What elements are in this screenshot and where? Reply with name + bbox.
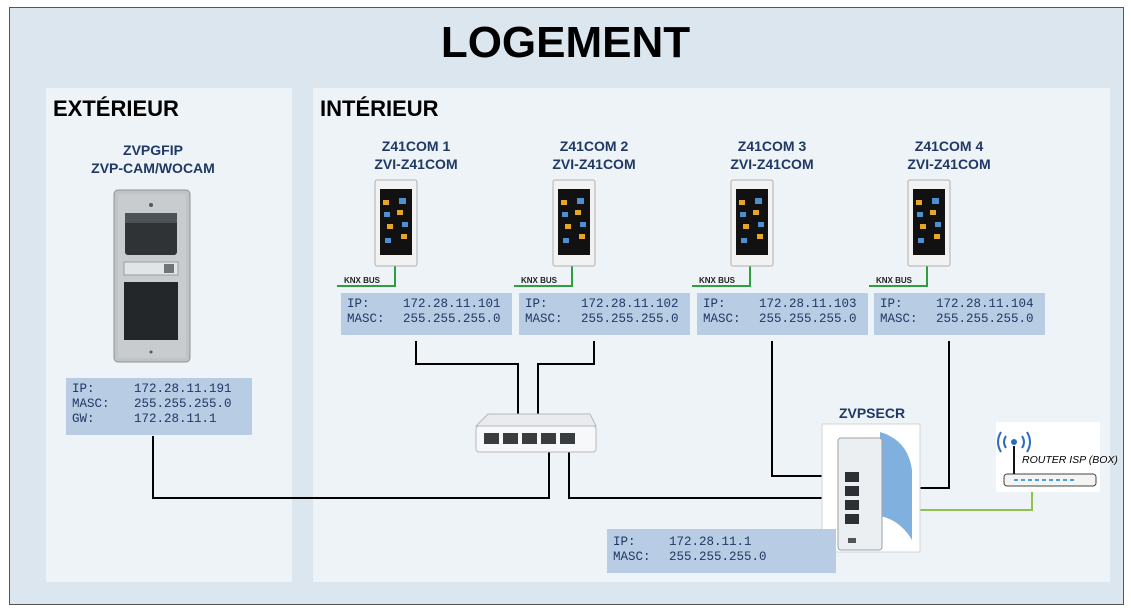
panel-3-ref: ZVI-Z41COM bbox=[730, 156, 814, 172]
mask-key: MASC: bbox=[613, 550, 651, 564]
panel-2-label: Z41COM 2 ZVI-Z41COM bbox=[514, 137, 674, 173]
panel-1-ref: ZVI-Z41COM bbox=[374, 156, 458, 172]
cable-panel4-poe bbox=[918, 341, 950, 489]
ip-key: IP: bbox=[525, 297, 548, 311]
panel-4-name: Z41COM 4 bbox=[914, 138, 984, 154]
gw-key: GW: bbox=[72, 412, 95, 426]
network-cables bbox=[152, 341, 950, 499]
cable-doorphone-switch bbox=[152, 436, 550, 499]
cable-panel2-switch bbox=[537, 341, 595, 415]
poe-switch-label: ZVPSECR bbox=[838, 405, 906, 421]
panel-2-network-box: IP: 172.28.11.102 MASC: 255.255.255.0 bbox=[519, 293, 690, 335]
mask-value: 255.255.255.0 bbox=[759, 312, 857, 326]
ip-value: 172.28.11.102 bbox=[581, 297, 679, 311]
isp-router-label: ROUTER ISP (BOX) bbox=[1022, 454, 1118, 466]
poe-switch-device bbox=[821, 423, 921, 553]
wall-panel-1 bbox=[374, 179, 418, 267]
cable-panel1-switch bbox=[415, 341, 519, 415]
ip-value: 172.28.11.1 bbox=[669, 535, 752, 549]
gw-value: 172.28.11.1 bbox=[134, 412, 217, 426]
cable-panel3-poe bbox=[771, 341, 840, 477]
wall-panel-3 bbox=[730, 179, 774, 267]
interior-title: INTÉRIEUR bbox=[320, 96, 439, 121]
ip-value: 172.28.11.103 bbox=[759, 297, 857, 311]
ip-value: 172.28.11.191 bbox=[134, 382, 232, 396]
mask-value: 255.255.255.0 bbox=[403, 312, 501, 326]
door-station-ref: ZVP-CAM/WOCAM bbox=[91, 160, 215, 176]
mask-key: MASC: bbox=[72, 397, 110, 411]
mask-value: 255.255.255.0 bbox=[581, 312, 679, 326]
page-title: LOGEMENT bbox=[440, 18, 691, 67]
mask-value: 255.255.255.0 bbox=[669, 550, 767, 564]
mask-value: 255.255.255.0 bbox=[936, 312, 1034, 326]
knx-bus-label-4: KNX BUS bbox=[876, 276, 913, 285]
ethernet-switch-device bbox=[474, 413, 597, 453]
poe-switch-network-box: IP: 172.28.11.1 MASC: 255.255.255.0 bbox=[607, 529, 836, 573]
knx-bus-label-2: KNX BUS bbox=[521, 276, 558, 285]
mask-key: MASC: bbox=[880, 312, 918, 326]
panel-2-name: Z41COM 2 bbox=[559, 138, 629, 154]
panel-3-label: Z41COM 3 ZVI-Z41COM bbox=[692, 137, 852, 173]
mask-key: MASC: bbox=[703, 312, 741, 326]
exterior-title: EXTÉRIEUR bbox=[53, 96, 179, 121]
panel-1-label: Z41COM 1 ZVI-Z41COM bbox=[336, 137, 496, 173]
knx-bus-label-3: KNX BUS bbox=[699, 276, 736, 285]
panel-2-ref: ZVI-Z41COM bbox=[552, 156, 636, 172]
ip-key: IP: bbox=[703, 297, 726, 311]
knx-bus-label-1: KNX BUS bbox=[344, 276, 381, 285]
panel-1-network-box: IP: 172.28.11.101 MASC: 255.255.255.0 bbox=[341, 293, 512, 335]
wall-panel-4 bbox=[907, 179, 951, 267]
panel-3-network-box: IP: 172.28.11.103 MASC: 255.255.255.0 bbox=[697, 293, 868, 335]
panel-4-network-box: IP: 172.28.11.104 MASC: 255.255.255.0 bbox=[874, 293, 1045, 335]
door-station-model: ZVPGFIP bbox=[123, 142, 183, 158]
wall-panel-2 bbox=[552, 179, 596, 267]
mask-value: 255.255.255.0 bbox=[134, 397, 232, 411]
panel-4-ref: ZVI-Z41COM bbox=[907, 156, 991, 172]
mask-key: MASC: bbox=[525, 312, 563, 326]
ip-value: 172.28.11.104 bbox=[936, 297, 1034, 311]
ip-value: 172.28.11.101 bbox=[403, 297, 501, 311]
cable-switch-poe bbox=[568, 450, 840, 499]
interior-zone bbox=[313, 88, 1110, 582]
isp-router-device bbox=[996, 422, 1100, 492]
mask-key: MASC: bbox=[347, 312, 385, 326]
knx-bus-lines bbox=[337, 265, 928, 287]
door-station-device bbox=[113, 189, 191, 363]
ip-key: IP: bbox=[880, 297, 903, 311]
door-station-label: ZVPGFIP ZVP-CAM/WOCAM bbox=[78, 141, 228, 177]
panel-1-name: Z41COM 1 bbox=[381, 138, 451, 154]
ip-key: IP: bbox=[72, 382, 95, 396]
ip-key: IP: bbox=[347, 297, 370, 311]
panel-3-name: Z41COM 3 bbox=[737, 138, 807, 154]
cable-poe-router bbox=[918, 490, 1033, 511]
ip-key: IP: bbox=[613, 535, 636, 549]
door-station-network-box: IP: 172.28.11.191 MASC: 255.255.255.0 GW: 1… bbox=[66, 378, 252, 435]
panel-4-label: Z41COM 4 ZVI-Z41COM bbox=[869, 137, 1029, 173]
